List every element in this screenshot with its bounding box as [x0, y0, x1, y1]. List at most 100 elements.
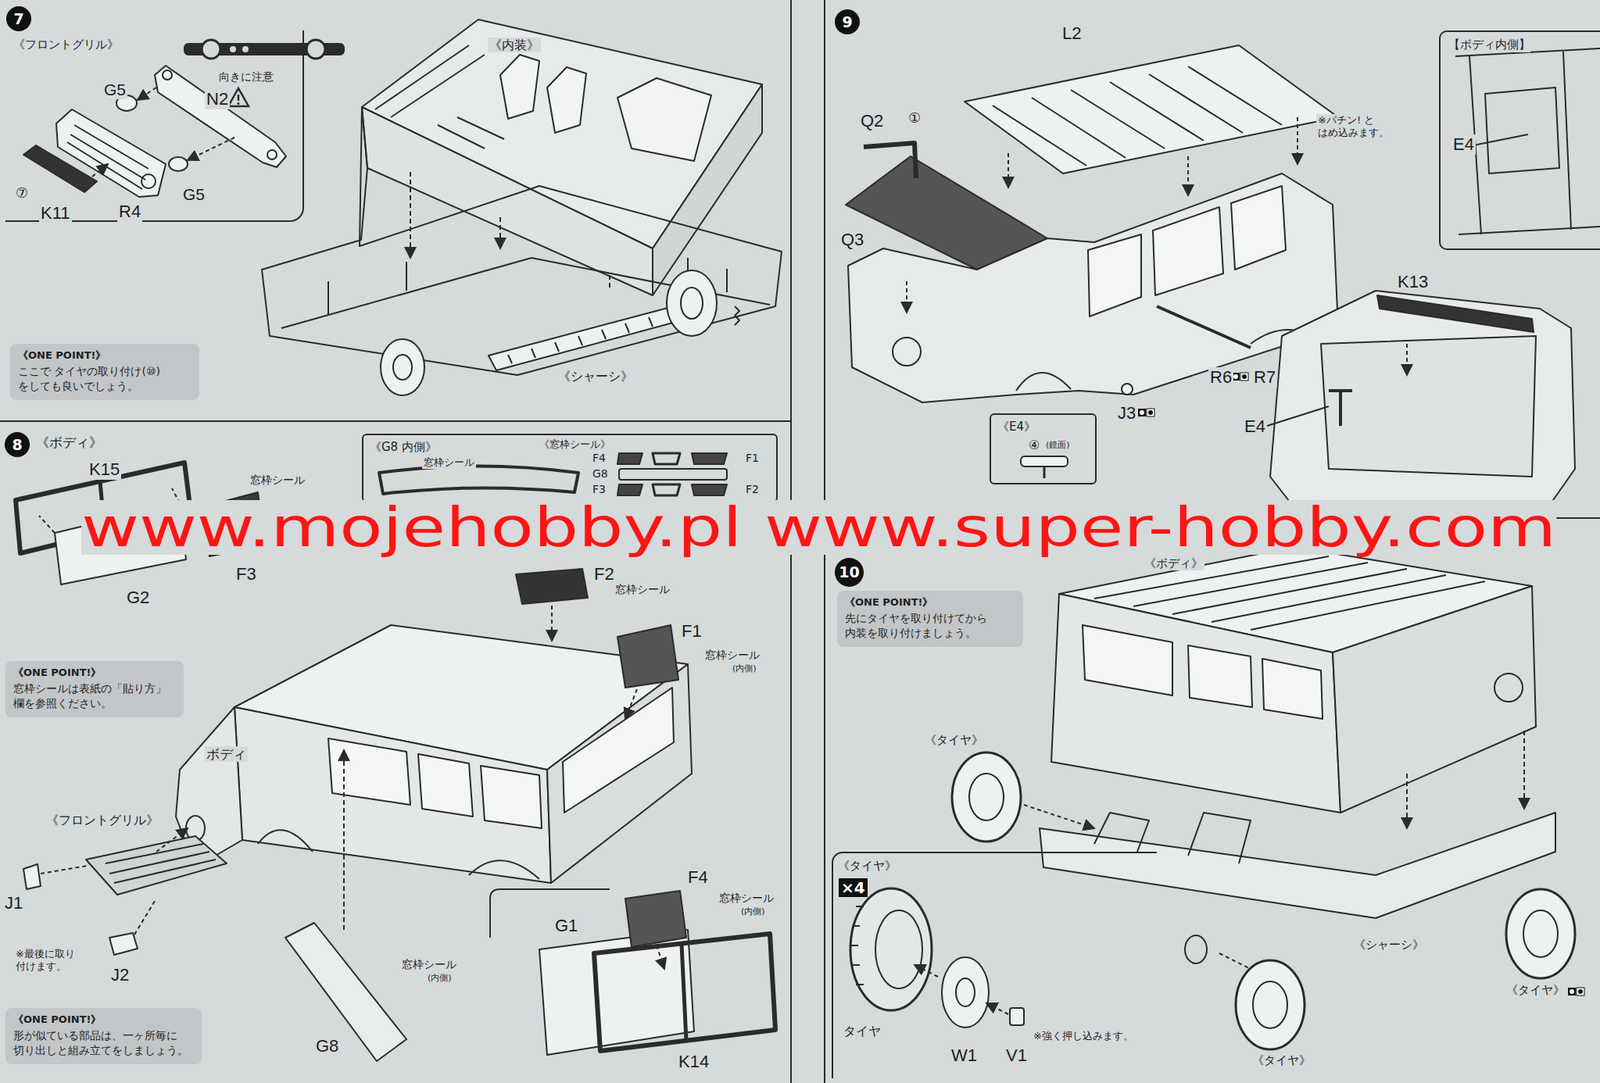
tip-box: 《ONE POINT!》ここで タイヤの取り付け(⑩) をしても良いでしょう。 — [10, 343, 200, 401]
callout-label: 《内装》 — [487, 37, 541, 53]
label-holder: E4 — [1451, 134, 1476, 155]
label-holder: K13 — [1395, 272, 1430, 293]
callout-label: 窓枠シール — [703, 648, 762, 663]
label-holder: タイヤ — [841, 1023, 883, 1039]
callout-label: (内側) — [425, 973, 454, 984]
callout-label: (内側) — [739, 906, 767, 917]
step-number: 8 — [4, 432, 30, 458]
subassembly-panel: 《フロントグリル》 — [5, 30, 305, 222]
callout-label: 《タイヤ》 — [1504, 983, 1567, 998]
label-holder: 《ボディ》 — [34, 434, 104, 451]
label-holder: G8 — [590, 467, 610, 481]
tip-box: 《ONE POINT!》窓枠シールは表紙の「貼り方」 欄を参照ください。 — [5, 661, 184, 718]
part-number: J3 — [1116, 403, 1138, 424]
label-holder: G2 — [125, 587, 151, 609]
label-holder: G5 — [102, 79, 128, 100]
callout-label: 《タイヤ》 — [923, 733, 985, 748]
callout-label: タイヤ — [841, 1023, 883, 1039]
tip-box: 《ONE POINT!》先にタイヤを取り付けてから 内装を取り付けましょう。 — [837, 590, 1024, 648]
label-holder: V1 — [1004, 1045, 1029, 1067]
label-holder: K14 — [676, 1052, 711, 1073]
callout-label: 窓枠シール — [717, 891, 776, 906]
label-holder: ※強く押し込みます。 — [1031, 1030, 1135, 1043]
node-heading: 《ONE POINT!》 — [13, 1012, 194, 1028]
label-holder: F2 — [592, 564, 616, 585]
label-holder: G5 — [181, 184, 207, 205]
label-holder: F2 — [744, 483, 761, 497]
part-number: G5 — [181, 184, 207, 205]
part-number: F2 — [592, 564, 616, 585]
node-heading: 9 — [841, 14, 852, 30]
subassembly-panel: 《タイヤ》 — [831, 851, 1157, 1079]
part-number: R4 — [117, 201, 143, 222]
label-holder: 窓枠シール — [422, 456, 477, 469]
label-holder: K15 — [87, 459, 122, 480]
part-number: Q3 — [839, 229, 866, 251]
label-holder: F1 — [680, 621, 704, 642]
part-number: F3 — [234, 564, 258, 585]
quantity-badge: ×4 — [838, 878, 868, 898]
label-holder: 《窓枠シール》 — [537, 438, 613, 452]
label-holder: G8 — [314, 1036, 341, 1057]
node-heading: 《ONE POINT!》 — [13, 665, 176, 681]
tip-box: 《ONE POINT!》形が似ている部品は、一ヶ所毎に 切り出しと組み立てをしま… — [5, 1008, 202, 1065]
label-holder: ⑦ — [14, 184, 30, 202]
part-number: Q2 — [859, 110, 885, 132]
label-holder: ボディ — [204, 746, 248, 763]
node-text: 先にタイヤを取り付けてから 内装を取り付けましょう。 — [844, 611, 1016, 642]
label-holder: 《フロントグリル》 — [44, 812, 161, 828]
callout-label: (鏡面) — [1044, 440, 1072, 451]
node-heading: 8 — [11, 437, 22, 453]
node-text: ここで タイヤの取り付け(⑩) をしても良いでしょう。 — [17, 364, 192, 395]
label-holder: W1 — [949, 1045, 979, 1067]
callout-label: ※強く押し込みます。 — [1031, 1030, 1135, 1043]
part-number: N2 — [204, 89, 230, 110]
part-number: R7 — [1252, 367, 1278, 388]
label-holder: G1 — [553, 916, 580, 937]
callout-label: 《窓枠シール》 — [537, 438, 613, 452]
label-holder: J1 — [3, 893, 25, 914]
step-number: 7 — [6, 6, 32, 32]
label-holder: (内側) — [730, 663, 759, 674]
note: ※パチン! と はめ込みます。 — [1316, 114, 1395, 139]
callout-label: 《シャーシ》 — [1352, 937, 1426, 953]
part-number: F1 — [680, 621, 704, 642]
label-holder: 窓枠シール — [703, 648, 762, 663]
label-holder: (内側) — [425, 973, 454, 984]
step-number: 10 — [834, 558, 864, 588]
callout-label: F4 — [590, 451, 608, 466]
label-holder: 窓枠シール — [400, 958, 459, 972]
callout-label: ① — [906, 109, 923, 127]
part-number: L2 — [1060, 23, 1083, 44]
label-holder: ×4 — [838, 878, 868, 898]
node-heading: 《G8 内側》 — [369, 440, 437, 455]
part-number: R6 — [1208, 367, 1234, 388]
part-number: K13 — [1395, 272, 1430, 293]
label-holder: N2 — [204, 89, 230, 110]
node-heading: 《フロントグリル》 — [13, 37, 119, 53]
label-holder: ※パチン! と はめ込みます。 — [1316, 114, 1395, 139]
part-number: J1 — [3, 893, 25, 914]
part-number: G1 — [553, 916, 580, 937]
node-text: 窓枠シールは表紙の「貼り方」 欄を参照ください。 — [13, 681, 176, 713]
watermark: www.mojehobby.pl www.super-hobby.com — [81, 500, 1557, 555]
label-holder: 《タイヤ》 — [1504, 983, 1567, 998]
label-holder: www.mojehobby.pl www.super-hobby.com — [81, 500, 1557, 555]
node-heading: 《ONE POINT!》 — [17, 348, 192, 363]
node-heading: 《E4》 — [997, 419, 1036, 435]
callout-label: F1 — [744, 451, 761, 466]
node-text: 形が似ている部品は、一ヶ所毎に 切り出しと組み立てをしましょう。 — [13, 1028, 194, 1060]
callout-label: 窓枠シール — [422, 456, 477, 469]
label-holder: F4 — [686, 867, 710, 888]
label-holder: R4 — [117, 201, 143, 222]
label-holder: 窓枠シール — [717, 891, 776, 906]
callout-label: F2 — [744, 483, 761, 497]
part-number: G8 — [314, 1036, 341, 1057]
part-number: W1 — [949, 1045, 979, 1067]
label-holder: 窓枠シール — [248, 473, 307, 487]
node-heading: 《ONE POINT!》 — [844, 595, 1016, 610]
label-holder: F1 — [744, 451, 761, 466]
label-holder: 窓枠シール — [613, 583, 672, 597]
callout-label: 《タイヤ》 — [1250, 1053, 1313, 1068]
label-holder: L2 — [1060, 23, 1083, 44]
